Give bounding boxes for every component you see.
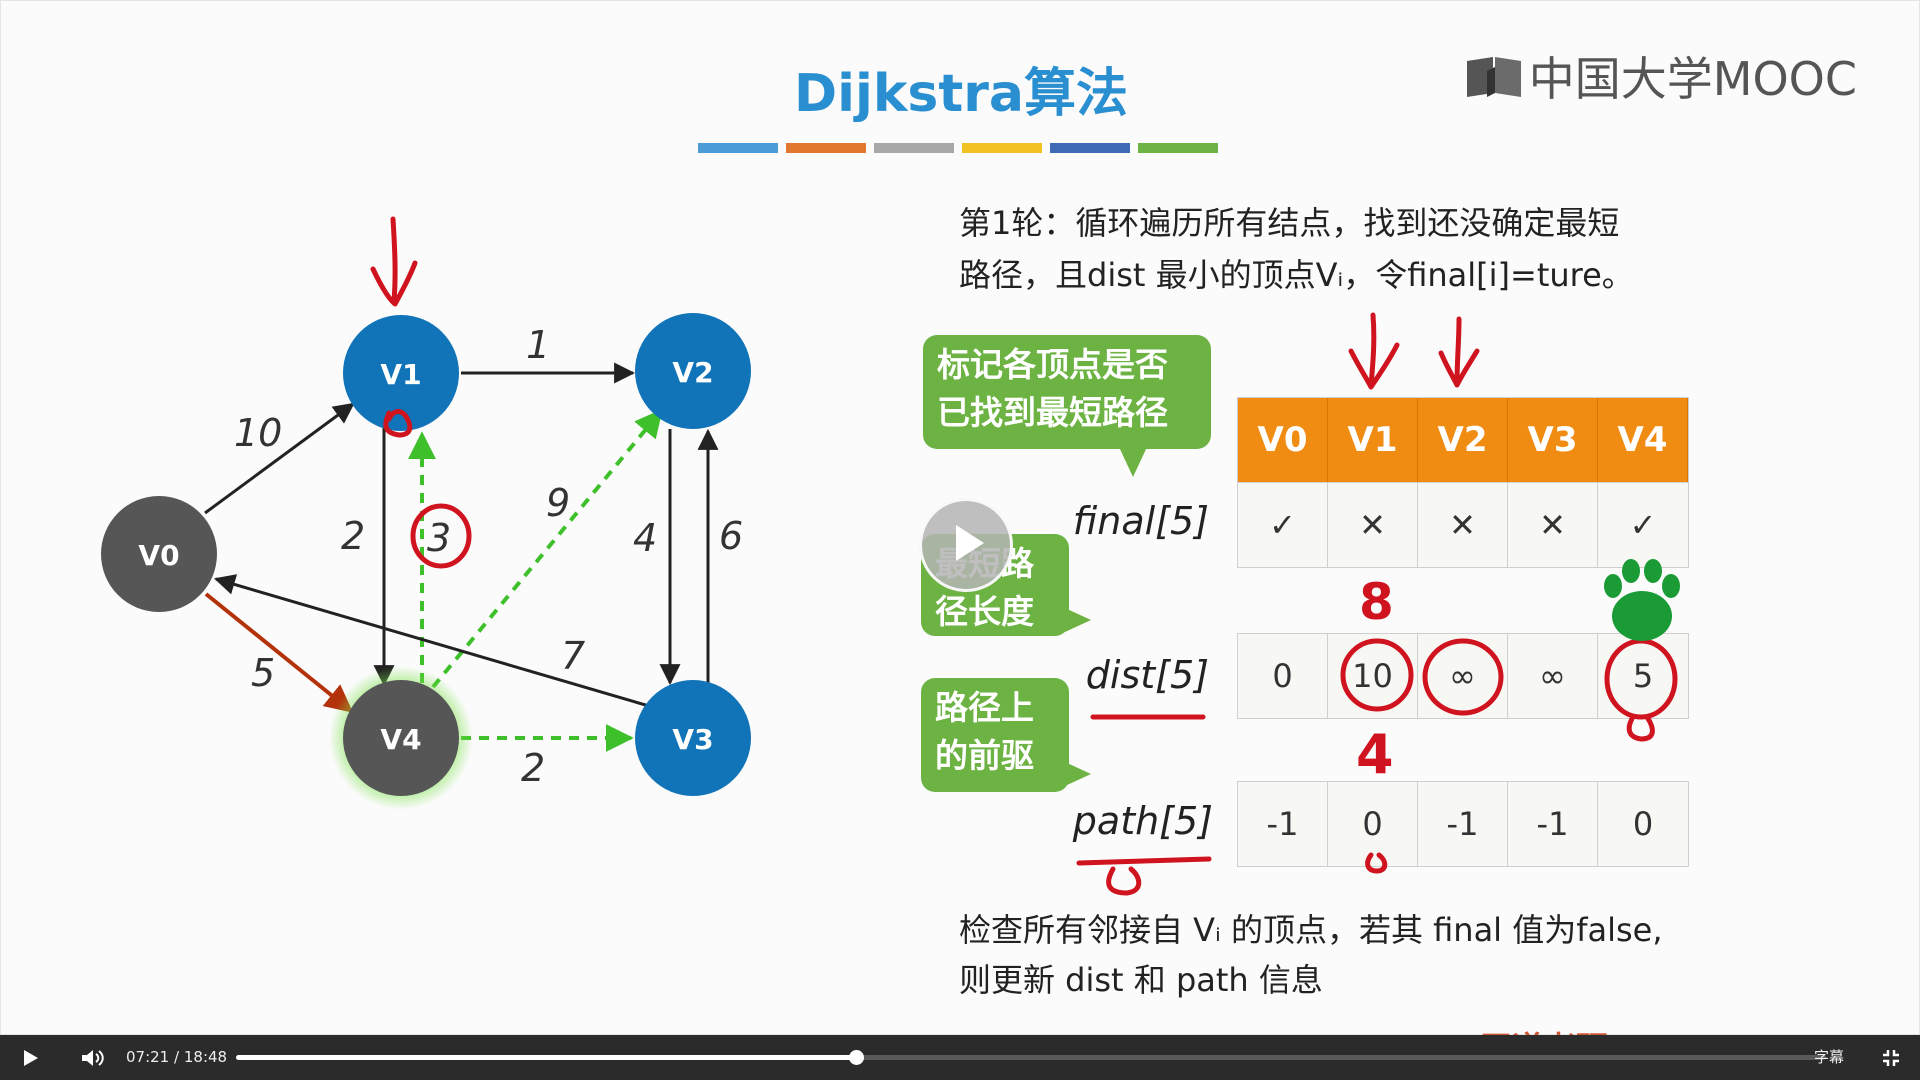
duration: 18:48 <box>184 1048 227 1066</box>
time-separator: / <box>174 1048 179 1066</box>
progress-fill <box>236 1055 856 1060</box>
play-icon <box>23 1049 39 1067</box>
player-controls: 07:21 / 18:48 字幕 <box>0 1035 1920 1080</box>
fullscreen-exit-button[interactable] <box>1876 1035 1906 1080</box>
check-description-2: 则更新 dist 和 path 信息 <box>959 954 1323 1006</box>
subtitles-button[interactable]: 字幕 <box>1814 1035 1844 1080</box>
progress-bar[interactable] <box>236 1055 1826 1060</box>
slide: Dijkstra算法 中国大学MOOC 10 1 <box>0 0 1920 1035</box>
check-description-1: 检查所有邻接自 Vᵢ 的顶点，若其 final 值为false, <box>959 904 1663 956</box>
progress-handle[interactable] <box>849 1050 864 1065</box>
volume-button[interactable] <box>74 1035 112 1080</box>
exit-fullscreen-icon <box>1882 1049 1900 1067</box>
play-button[interactable] <box>14 1035 48 1080</box>
center-play-button[interactable] <box>919 498 1013 592</box>
paw-icon <box>1604 559 1680 641</box>
current-time: 07:21 <box>126 1048 169 1066</box>
time-display: 07:21 / 18:48 <box>126 1035 227 1080</box>
volume-icon <box>81 1048 105 1068</box>
